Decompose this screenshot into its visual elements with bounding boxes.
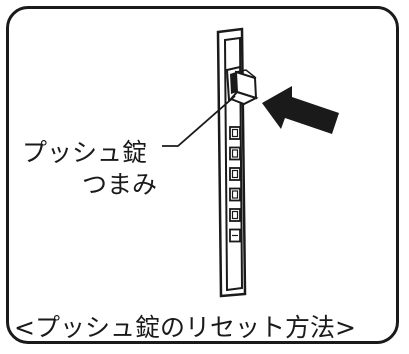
- side-button-2: [229, 146, 241, 161]
- side-button-4: [229, 187, 241, 202]
- button-column: [229, 126, 241, 243]
- knob-label-line1: プッシュ錠: [22, 138, 148, 167]
- rounded-frame: [6, 6, 399, 344]
- side-button-3: [229, 167, 241, 181]
- leader-line: [162, 95, 236, 147]
- knob-label-line2: つまみ: [82, 170, 158, 199]
- push-lock-knob: [225, 65, 259, 106]
- caption: <プッシュ錠のリセット方法>: [14, 313, 356, 342]
- side-button-1: [229, 126, 241, 140]
- side-button-5: [229, 208, 241, 222]
- side-button-6: [229, 228, 241, 243]
- push-arrow-icon: [262, 86, 339, 134]
